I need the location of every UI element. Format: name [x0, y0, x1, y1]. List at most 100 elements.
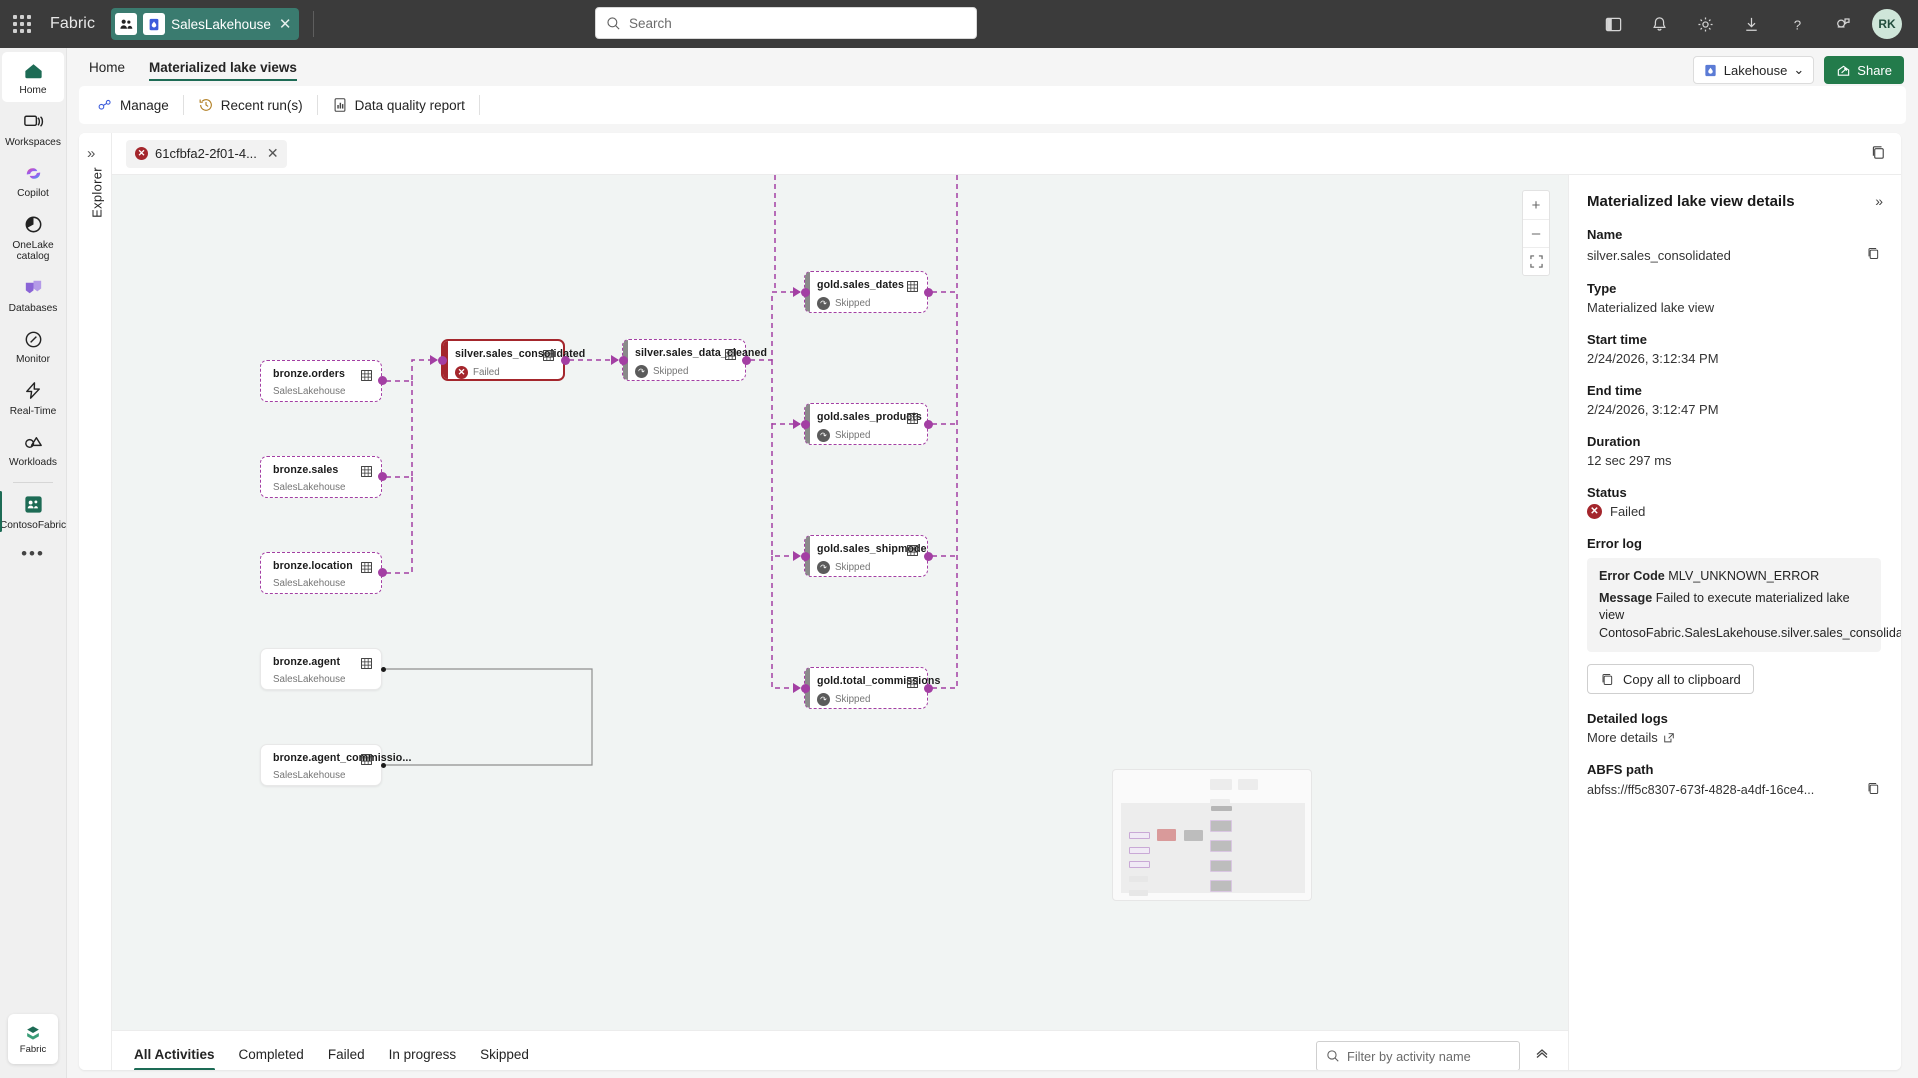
sidebar-item-workspaces[interactable]: Workspaces	[2, 104, 64, 154]
more-options-icon[interactable]: •••	[21, 544, 45, 563]
manage-button[interactable]: Manage	[87, 91, 179, 119]
sidebar-label: Real-Time	[9, 405, 57, 417]
close-icon[interactable]: ✕	[266, 145, 279, 161]
node-title: bronze.agent	[273, 656, 341, 668]
sidebar-label: Workloads	[9, 457, 57, 468]
sidebar-item-copilot[interactable]: Copilot	[2, 155, 64, 205]
real-time-icon	[20, 378, 46, 404]
zoom-out-button[interactable]: –	[1523, 219, 1549, 247]
copy-icon[interactable]	[1870, 144, 1887, 166]
contosofabric-icon	[20, 492, 46, 518]
header-actions: Lakehouse ⌄ Share	[1692, 56, 1904, 84]
tab-failed[interactable]: Failed	[327, 1047, 365, 1062]
status-value: Failed	[1610, 504, 1646, 519]
bell-icon[interactable]	[1636, 0, 1682, 48]
search-input[interactable]: Search	[595, 7, 977, 39]
table-icon	[725, 347, 736, 365]
lineage-node-bronze-orders[interactable]: bronze.orders SalesLakehouse	[260, 360, 382, 402]
detailed-logs-label: Detailed logs	[1587, 711, 1668, 726]
sidebar-item-home[interactable]: Home	[2, 52, 64, 102]
table-icon	[543, 348, 554, 366]
run-tab[interactable]: ✕ 61cfbfa2-2f01-4... ✕	[126, 139, 287, 168]
lineage-node-bronze-agent-commissions[interactable]: bronze.agent_commissio... SalesLakehouse	[260, 744, 411, 786]
data-quality-report-button[interactable]: Data quality report	[322, 91, 475, 119]
more-details-row[interactable]: More details	[1587, 730, 1881, 745]
app-launcher-button[interactable]	[0, 15, 44, 33]
error-log-label: Error log	[1587, 536, 1642, 551]
tab-home[interactable]: Home	[89, 60, 126, 75]
node-status-label: Failed	[473, 367, 500, 378]
lakehouse-label: Lakehouse	[1723, 62, 1788, 78]
node-status-label: Skipped	[835, 694, 871, 705]
lineage-node-gold-sales-products[interactable]: gold.sales_products ↷ Skipped	[804, 403, 928, 445]
recent-runs-button[interactable]: Recent run(s)	[188, 91, 313, 119]
message-value: Failed to execute materialized lake view…	[1599, 590, 1901, 640]
edge-port	[619, 356, 628, 365]
lineage-node-gold-total-commissions[interactable]: gold.total_commissions ↷ Skipped	[804, 667, 940, 709]
expand-explorer-icon[interactable]: »	[87, 145, 96, 162]
top-bar: Fabric SalesLakehouse ✕ Search ?	[0, 0, 1918, 48]
edge-port	[924, 288, 933, 297]
copy-all-to-clipboard-button[interactable]: Copy all to clipboard	[1587, 664, 1754, 694]
node-status-label: Skipped	[835, 430, 871, 441]
copy-name-icon[interactable]	[1866, 246, 1881, 264]
table-icon	[361, 368, 372, 386]
close-icon[interactable]: ✕	[278, 15, 292, 33]
tab-materialized-lake-views[interactable]: Materialized lake views	[139, 54, 307, 82]
run-tab-label: 61cfbfa2-2f01-4...	[155, 146, 257, 161]
collapse-details-icon[interactable]: »	[1875, 193, 1883, 209]
main-content-card: » Explorer ✕ 61cfbfa2-2f01-4... ✕ + –	[79, 133, 1901, 1070]
lakehouse-icon	[1705, 64, 1716, 76]
lakehouse-switcher-button[interactable]: Lakehouse ⌄	[1692, 56, 1815, 84]
fabric-logo-icon	[27, 1026, 39, 1040]
sidebar-item-real-time[interactable]: Real-Time	[2, 373, 64, 423]
tab-completed[interactable]: Completed	[238, 1047, 304, 1062]
sidebar-item-contosofabric[interactable]: ContosoFabric	[0, 487, 66, 537]
sidebar-label: Databases	[8, 302, 58, 314]
databases-icon	[20, 275, 46, 301]
more-details-link[interactable]: More details	[1587, 730, 1675, 745]
sidebar-item-onelake-catalog[interactable]: OneLake catalog	[2, 207, 64, 268]
sidebar-item-databases[interactable]: Databases	[2, 270, 64, 320]
tab-all-activities[interactable]: All Activities	[126, 1043, 223, 1070]
edge-port	[801, 684, 810, 693]
tab-skipped[interactable]: Skipped	[480, 1047, 529, 1062]
error-code-label: Error Code	[1599, 569, 1665, 583]
command-bar: Manage Recent run(s) Data quality report	[79, 86, 1906, 124]
error-code-value: MLV_UNKNOWN_ERROR	[1668, 569, 1820, 583]
node-status: ↷ Skipped	[817, 561, 917, 574]
download-icon[interactable]	[1728, 0, 1774, 48]
lineage-node-bronze-location[interactable]: bronze.location SalesLakehouse	[260, 552, 382, 594]
edge-port	[924, 420, 933, 429]
node-subtitle: SalesLakehouse	[273, 482, 346, 493]
fit-to-screen-button[interactable]	[1523, 247, 1549, 275]
divider	[316, 95, 318, 115]
filter-input[interactable]: Filter by activity name	[1316, 1041, 1520, 1070]
edge-port	[801, 552, 810, 561]
explorer-label[interactable]: Explorer	[89, 167, 105, 218]
fabric-home-button[interactable]: Fabric	[8, 1014, 58, 1064]
collapse-panel-icon[interactable]	[1534, 1045, 1550, 1064]
avatar[interactable]: RK	[1872, 9, 1902, 39]
lineage-node-bronze-sales[interactable]: bronze.sales SalesLakehouse	[260, 456, 382, 498]
sidebar-item-workloads[interactable]: Workloads	[2, 424, 64, 474]
lineage-node-bronze-agent[interactable]: bronze.agent SalesLakehouse	[260, 648, 382, 690]
failed-status-icon: ✕	[135, 147, 148, 160]
copy-abfs-icon[interactable]	[1866, 781, 1881, 799]
lineage-node-gold-sales-shipmode[interactable]: gold.sales_shipmode ↷ Skipped	[804, 535, 928, 577]
zoom-in-button[interactable]: +	[1531, 196, 1541, 214]
panel-layout-icon[interactable]	[1590, 0, 1636, 48]
lineage-node-gold-sales-dates[interactable]: gold.sales_dates ↷ Skipped	[804, 271, 928, 313]
sidebar-item-monitor[interactable]: Monitor	[2, 321, 64, 371]
open-item-pill[interactable]: SalesLakehouse ✕	[111, 8, 300, 40]
error-log-box: Error Code MLV_UNKNOWN_ERROR Message Fai…	[1587, 558, 1901, 652]
gear-icon[interactable]	[1682, 0, 1728, 48]
tab-in-progress[interactable]: In progress	[388, 1047, 457, 1062]
lineage-node-silver-sales-consolidated[interactable]: silver.sales_consolidated ✕ Failed	[441, 339, 585, 381]
lineage-node-silver-sales-data-cleaned[interactable]: silver.sales_data_cleaned ↷ Skipped	[622, 339, 767, 381]
minimap[interactable]	[1112, 769, 1312, 901]
help-icon[interactable]: ?	[1774, 0, 1820, 48]
lineage-canvas[interactable]: + –	[112, 175, 1568, 1030]
share-button[interactable]: Share	[1824, 56, 1904, 84]
feedback-icon[interactable]	[1820, 0, 1866, 48]
